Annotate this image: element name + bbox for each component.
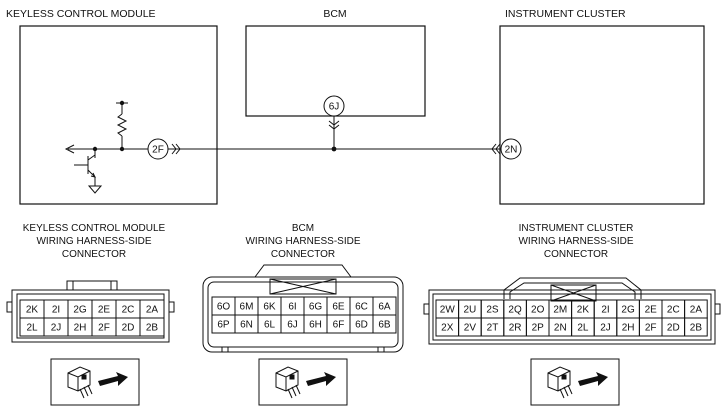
pin-label: 2A <box>146 305 159 316</box>
pin-label: 2E <box>645 305 658 316</box>
svg-text:WIRING HARNESS-SIDE: WIRING HARNESS-SIDE <box>518 236 633 247</box>
cluster-pin-grid: 2W 2U 2S 2Q 2O 2M 2K 2I 2G 2E 2C 2A 2X 2V 2T 2R 2P 2N 2L 2J… <box>435 299 708 337</box>
junction-dot <box>119 100 125 106</box>
instrument-cluster-box <box>499 25 705 205</box>
bcm-connector-title: BCM WIRING HARNESS-SIDE CONNECTOR <box>245 223 360 260</box>
bcm-title: BCM <box>323 8 346 20</box>
svg-text:BCM: BCM <box>292 223 314 234</box>
cluster-connector <box>423 277 721 345</box>
svg-text:WIRING HARNESS-SIDE: WIRING HARNESS-SIDE <box>36 236 151 247</box>
svg-text:CONNECTOR: CONNECTOR <box>62 249 126 260</box>
pin-label: 6I <box>288 302 296 313</box>
terminal-marker-2n <box>500 138 522 160</box>
pin-label: 2K <box>577 305 590 316</box>
pin-label: 6M <box>240 302 254 313</box>
pin-label: 2I <box>52 305 60 316</box>
keyless-connector-title: KEYLESS CONTROL MODULE WIRING HARNESS-SI… <box>23 223 166 260</box>
pin-label: 2N <box>554 323 567 334</box>
pin-label: 6N <box>240 320 253 331</box>
pin-label: 2D <box>122 323 135 334</box>
pin-label: 2S <box>486 305 499 316</box>
pin-label: 2X <box>441 323 454 334</box>
pin-label: 2H <box>74 323 87 334</box>
pin-label: 6P <box>217 320 230 331</box>
cluster-connector-title: INSTRUMENT CLUSTER WIRING HARNESS-SIDE C… <box>518 223 633 260</box>
pin-label: 2C <box>667 305 680 316</box>
terminal-label-2f: 2F <box>152 145 164 156</box>
connector-chevrons-2n <box>491 143 501 155</box>
pin-label: 6C <box>355 302 368 313</box>
pin-label: 2L <box>26 323 38 334</box>
junction-dot <box>92 146 98 152</box>
pin-label: 2G <box>73 305 87 316</box>
svg-text:KEYLESS CONTROL MODULE: KEYLESS CONTROL MODULE <box>23 223 166 234</box>
pin-label: 2I <box>601 305 609 316</box>
connector-chevrons-2f <box>171 143 181 155</box>
connector-view-icon <box>258 358 348 406</box>
pin-label: 2R <box>509 323 522 334</box>
pin-label: 6G <box>309 302 323 313</box>
pin-cell <box>684 317 708 337</box>
pin-label: 2V <box>464 323 477 334</box>
svg-text:INSTRUMENT CLUSTER: INSTRUMENT CLUSTER <box>519 223 634 234</box>
junction-dot <box>119 146 125 152</box>
pin-label: 2U <box>464 305 477 316</box>
connector-view-icon <box>530 358 620 406</box>
keyless-control-module-box <box>19 25 218 205</box>
svg-text:WIRING HARNESS-SIDE: WIRING HARNESS-SIDE <box>245 236 360 247</box>
pin-label: 6K <box>263 302 276 313</box>
instrument-cluster-title: INSTRUMENT CLUSTER <box>505 8 626 20</box>
pin-label: 2F <box>645 323 657 334</box>
pin-label: 6J <box>287 320 298 331</box>
pin-label: 2J <box>600 323 611 334</box>
pin-label: 2E <box>98 305 111 316</box>
pin-cell <box>139 317 165 337</box>
pin-label: 6E <box>332 302 345 313</box>
pin-label: 2Q <box>508 305 522 316</box>
pin-label: 2C <box>122 305 135 316</box>
keyless-pin-grid: 2K 2I 2G 2E 2C 2A 2L 2J 2H 2F 2D 2B <box>19 299 165 337</box>
terminal-label-6j: 6J <box>329 102 340 113</box>
terminal-marker-6j <box>323 95 345 117</box>
junction-dot <box>331 146 337 152</box>
pin-label: 2B <box>690 323 703 334</box>
connector-chevrons-6j <box>328 120 340 130</box>
pin-label: 2H <box>622 323 635 334</box>
svg-text:CONNECTOR: CONNECTOR <box>544 249 608 260</box>
pin-label: 2O <box>531 305 545 316</box>
resistor-symbol <box>116 113 128 137</box>
pin-label: 2P <box>532 323 545 334</box>
pin-cell <box>372 314 397 334</box>
terminal-marker-2f <box>147 138 169 160</box>
bcm-connector <box>202 264 404 353</box>
pin-label: 2J <box>51 323 62 334</box>
pin-label: 2L <box>577 323 589 334</box>
pin-label: 2A <box>690 305 703 316</box>
pin-label: 6O <box>217 302 231 313</box>
ground-symbol <box>87 185 103 194</box>
pin-label: 6L <box>264 320 276 331</box>
pin-label: 2G <box>621 305 635 316</box>
terminal-label-2n: 2N <box>505 145 518 156</box>
pin-label: 2D <box>667 323 680 334</box>
pin-label: 6A <box>378 302 391 313</box>
keyless-internal-circuit <box>64 102 148 194</box>
pin-label: 2F <box>98 323 110 334</box>
pin-label: 2T <box>487 323 499 334</box>
pin-label: 2M <box>553 305 567 316</box>
connector-view-icon <box>50 358 140 406</box>
bcm-pin-grid: 6O 6M 6K 6I 6G 6E 6C 6A 6P 6N 6L 6J 6H 6F 6D 6B <box>211 296 397 334</box>
pin-label: 2B <box>146 323 159 334</box>
pin-label: 2W <box>440 305 456 316</box>
pin-label: 6D <box>355 320 368 331</box>
pin-label: 6F <box>333 320 345 331</box>
pin-label: 6B <box>378 320 391 331</box>
svg-text:CONNECTOR: CONNECTOR <box>271 249 335 260</box>
pin-label: 2K <box>26 305 39 316</box>
keyless-module-title: KEYLESS CONTROL MODULE <box>6 8 156 20</box>
pin-label: 6H <box>309 320 322 331</box>
